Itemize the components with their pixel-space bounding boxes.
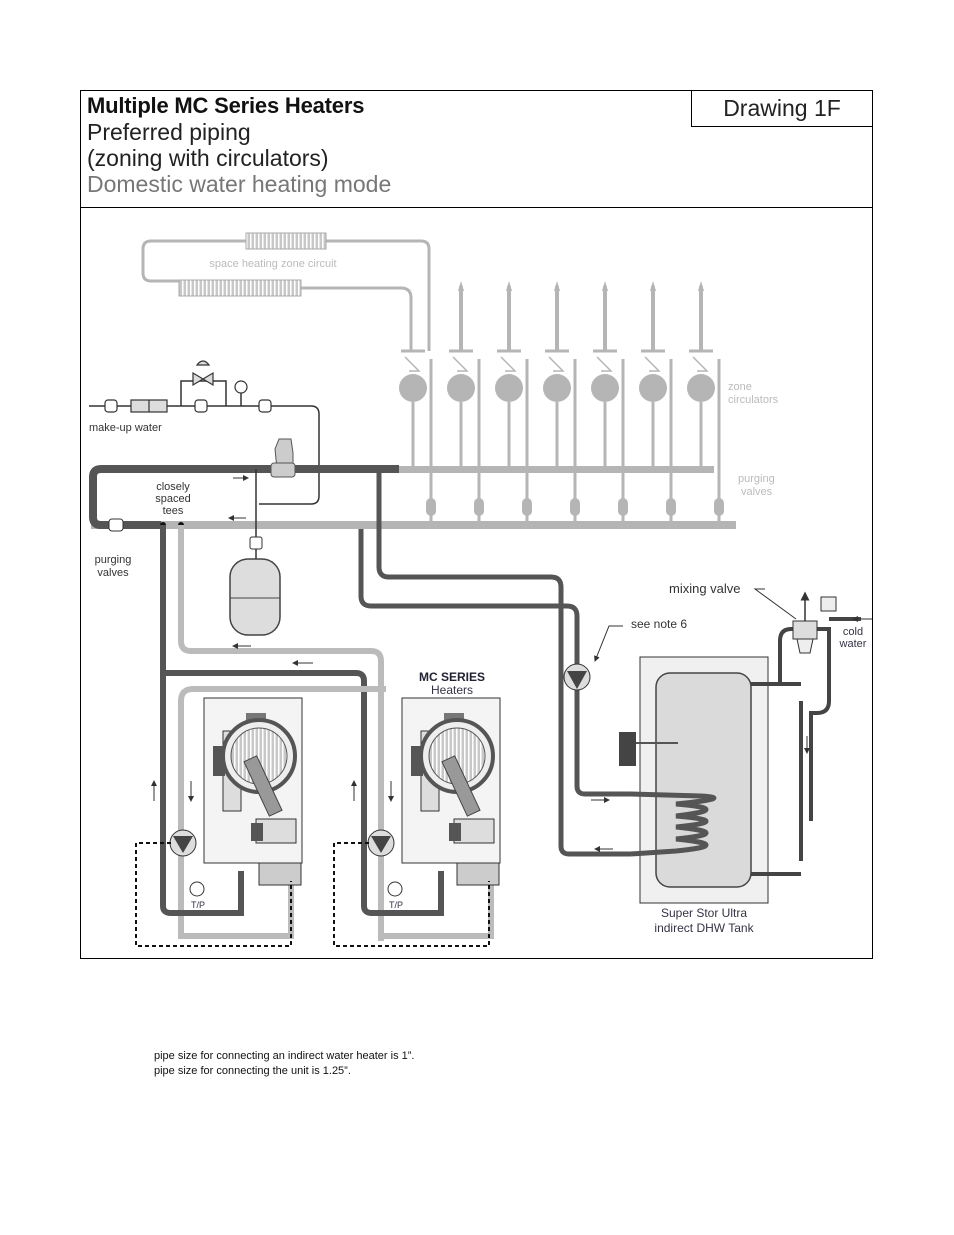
dhw-outlet-piping: [751, 617, 861, 876]
zone-supply-header: [399, 466, 714, 473]
control-wiring-1: [135, 842, 292, 947]
zone-circulator: [591, 374, 619, 402]
piping-diagram: space heating zone circuit zone circulat…: [89, 232, 872, 947]
drawing-subtitle-2: (zoning with circulators): [87, 145, 329, 171]
zone-flow-arrow: [458, 281, 464, 291]
zone-circulator: [399, 374, 427, 402]
control-wiring-2: [333, 842, 490, 947]
zone-flow-arrow: [554, 281, 560, 291]
mc-series-label: MC SERIES: [419, 670, 485, 684]
zone-purge-valve: [522, 498, 532, 516]
zone-flow-arrow: [506, 281, 512, 291]
drawing-header: Multiple MC Series Heaters Preferred pip…: [81, 90, 873, 208]
return-header: [91, 521, 736, 529]
boiler-pump-1: [169, 829, 197, 857]
tp-label-1: T/P: [191, 900, 205, 910]
dhw-pump: [563, 663, 591, 691]
heaters-label: Heaters: [431, 683, 473, 697]
zone-circulator: [639, 374, 667, 402]
makeup-water-line: [89, 380, 320, 505]
air-separator: [270, 438, 296, 478]
title-block: Multiple MC Series Heaters Preferred pip…: [87, 93, 391, 198]
mixing-valve-label: mixing valve: [669, 581, 741, 596]
zone-purge-valve: [714, 498, 724, 516]
purging-valves-right-label-1: purging: [738, 473, 775, 485]
expansion-tank: [229, 525, 281, 636]
zone-circulators-label-1: zone: [728, 381, 752, 393]
check-valve: [404, 356, 421, 372]
zone-flow-arrow: [602, 281, 608, 291]
zone-circulators-label-2: circulators: [728, 394, 779, 406]
radiator-top: [245, 232, 327, 250]
makeup-water-label: make-up water: [89, 422, 162, 434]
zone-circulator: [447, 374, 475, 402]
purging-valves-left-label-1: purging: [95, 554, 132, 566]
zone-purge-valve: [666, 498, 676, 516]
drawing-title: Multiple MC Series Heaters: [87, 93, 365, 118]
note-leader: [594, 625, 623, 662]
note-2: pipe size for connecting the unit is 1.2…: [154, 1065, 351, 1077]
dhw-tank: [619, 656, 769, 904]
note-1: pipe size for connecting an indirect wat…: [154, 1050, 415, 1062]
zone-circulator: [543, 374, 571, 402]
drawing-number: Drawing 1F: [691, 90, 873, 127]
closely-spaced-label-1: closely: [156, 481, 190, 493]
closely-spaced-label-3: tees: [163, 505, 184, 517]
zone-circulator: [495, 374, 523, 402]
zone-circulator: [687, 374, 715, 402]
mc-heater-2: [387, 697, 501, 897]
cold-water-label-2: water: [839, 638, 867, 650]
drawing-mode: Domestic water heating mode: [87, 171, 392, 197]
zone-purge-valve: [474, 498, 484, 516]
zone-purge-valve: [426, 498, 436, 516]
purge-valve-left: [108, 518, 124, 532]
check-valve: [548, 356, 565, 372]
drawing-subtitle-1: Preferred piping: [87, 119, 251, 145]
mc-heater-1: [189, 697, 303, 897]
makeup-valves: [104, 360, 272, 413]
check-valve: [452, 356, 469, 372]
drawing-frame: Multiple MC Series Heaters Preferred pip…: [80, 90, 873, 959]
tp-label-2: T/P: [389, 900, 403, 910]
purging-valves-left-label-2: valves: [97, 567, 129, 579]
closely-spaced-label-2: spaced: [155, 493, 190, 505]
space-heating-circuit: [141, 239, 431, 351]
tank-label-1: Super Stor Ultra: [661, 906, 747, 920]
zone-circulators: [399, 281, 724, 521]
primary-supply-pipe: [89, 465, 399, 529]
check-valve: [596, 356, 613, 372]
zone-purge-valve: [570, 498, 580, 516]
tank-label-2: indirect DHW Tank: [654, 921, 754, 935]
radiator-bottom: [178, 279, 302, 297]
space-heating-label: space heating zone circuit: [209, 258, 336, 270]
mixing-valve-leader: [753, 588, 797, 620]
mixing-valve: [792, 591, 818, 654]
purging-valves-right-label-2: valves: [741, 486, 773, 498]
heater-piping: [160, 525, 494, 941]
indirect-piping: [358, 473, 631, 857]
boiler-pump-2: [367, 829, 395, 857]
check-valve: [644, 356, 661, 372]
cold-water-label-1: cold: [843, 626, 863, 638]
notes: pipe size for connecting an indirect wat…: [154, 1049, 414, 1079]
zone-purge-valve: [618, 498, 628, 516]
zone-flow-arrow: [698, 281, 704, 291]
zone-flow-arrow: [650, 281, 656, 291]
check-valve: [500, 356, 517, 372]
see-note-label: see note 6: [631, 617, 687, 631]
check-valve: [692, 356, 709, 372]
thermometer: [820, 596, 837, 612]
